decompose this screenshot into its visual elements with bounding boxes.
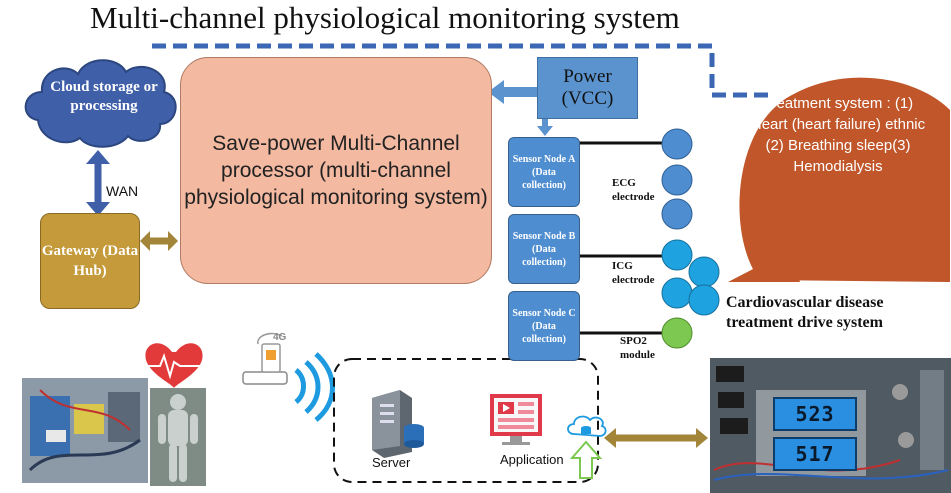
ecg-electrode-1	[661, 128, 693, 160]
human-figure-icon	[150, 388, 206, 486]
power-label: Power (VCC)	[561, 66, 614, 109]
router-4g-label: 4G	[273, 332, 287, 343]
sensor-node-a: Sensor Node A (Data collection)	[508, 137, 580, 207]
server-application-container	[333, 358, 599, 483]
wan-label: WAN	[106, 183, 139, 199]
upload-arrow-icon	[569, 440, 603, 479]
spo2-module	[661, 317, 693, 349]
cloud-icon	[24, 59, 177, 148]
ecg-electrode-3	[661, 198, 693, 230]
power-box: Power (VCC)	[537, 57, 638, 119]
icg-electrode-label: ICG electrode	[612, 260, 655, 286]
application-icon	[490, 394, 542, 445]
sensor-node-c: Sensor Node C (Data collection)	[508, 291, 580, 361]
sensor-node-a-label: Sensor Node A (Data collection)	[512, 153, 576, 191]
icg-electrode-4	[688, 284, 720, 316]
icg-electrode-1	[661, 239, 693, 271]
heart-icon	[145, 343, 203, 388]
sensor-node-c-label: Sensor Node C (Data collection)	[512, 307, 576, 345]
gateway-box: Gateway (Data Hub)	[40, 213, 140, 309]
wan-arrow	[86, 150, 110, 216]
application-label: Application	[500, 452, 564, 467]
router-icon	[242, 332, 288, 385]
page-title: Multi-channel physiological monitoring s…	[90, 0, 680, 35]
server-label: Server	[372, 455, 411, 470]
cardio-system-label: Cardiovascular disease treatment drive s…	[726, 294, 884, 331]
server-icon	[372, 390, 424, 458]
sensor-node-b-label: Sensor Node B (Data collection)	[512, 230, 576, 268]
lcd-display-2: 517	[773, 437, 857, 471]
ecg-electrode-2	[661, 164, 693, 196]
cloud-label: Cloud storage or processing	[50, 79, 158, 114]
app-device-arrow	[604, 428, 708, 448]
sensor-node-b: Sensor Node B (Data collection)	[508, 214, 580, 284]
ecg-electrode-label: ECG electrode	[612, 177, 655, 203]
icg-electrode-2	[688, 256, 720, 288]
prototype-photo	[22, 378, 148, 483]
treatment-bubble	[728, 77, 950, 282]
power-to-processor-arrow	[488, 80, 537, 104]
lcd-display-1: 523	[773, 397, 857, 431]
gateway-label: Gateway (Data Hub)	[41, 243, 139, 279]
processor-box: Save-power Multi-Channel processor (mult…	[180, 57, 492, 284]
spo2-module-label: SPO2 module	[620, 335, 655, 361]
processor-label: Save-power Multi-Channel processor (mult…	[184, 132, 488, 209]
power-to-sensors-arrow	[537, 117, 553, 136]
wifi-icon	[294, 352, 335, 422]
feedback-dashed-line	[152, 43, 770, 98]
cloud-database-icon	[567, 415, 607, 437]
treatment-system-label: Treatment system : (1) Heart (heart fail…	[750, 95, 926, 175]
gateway-processor-arrow	[140, 231, 178, 251]
